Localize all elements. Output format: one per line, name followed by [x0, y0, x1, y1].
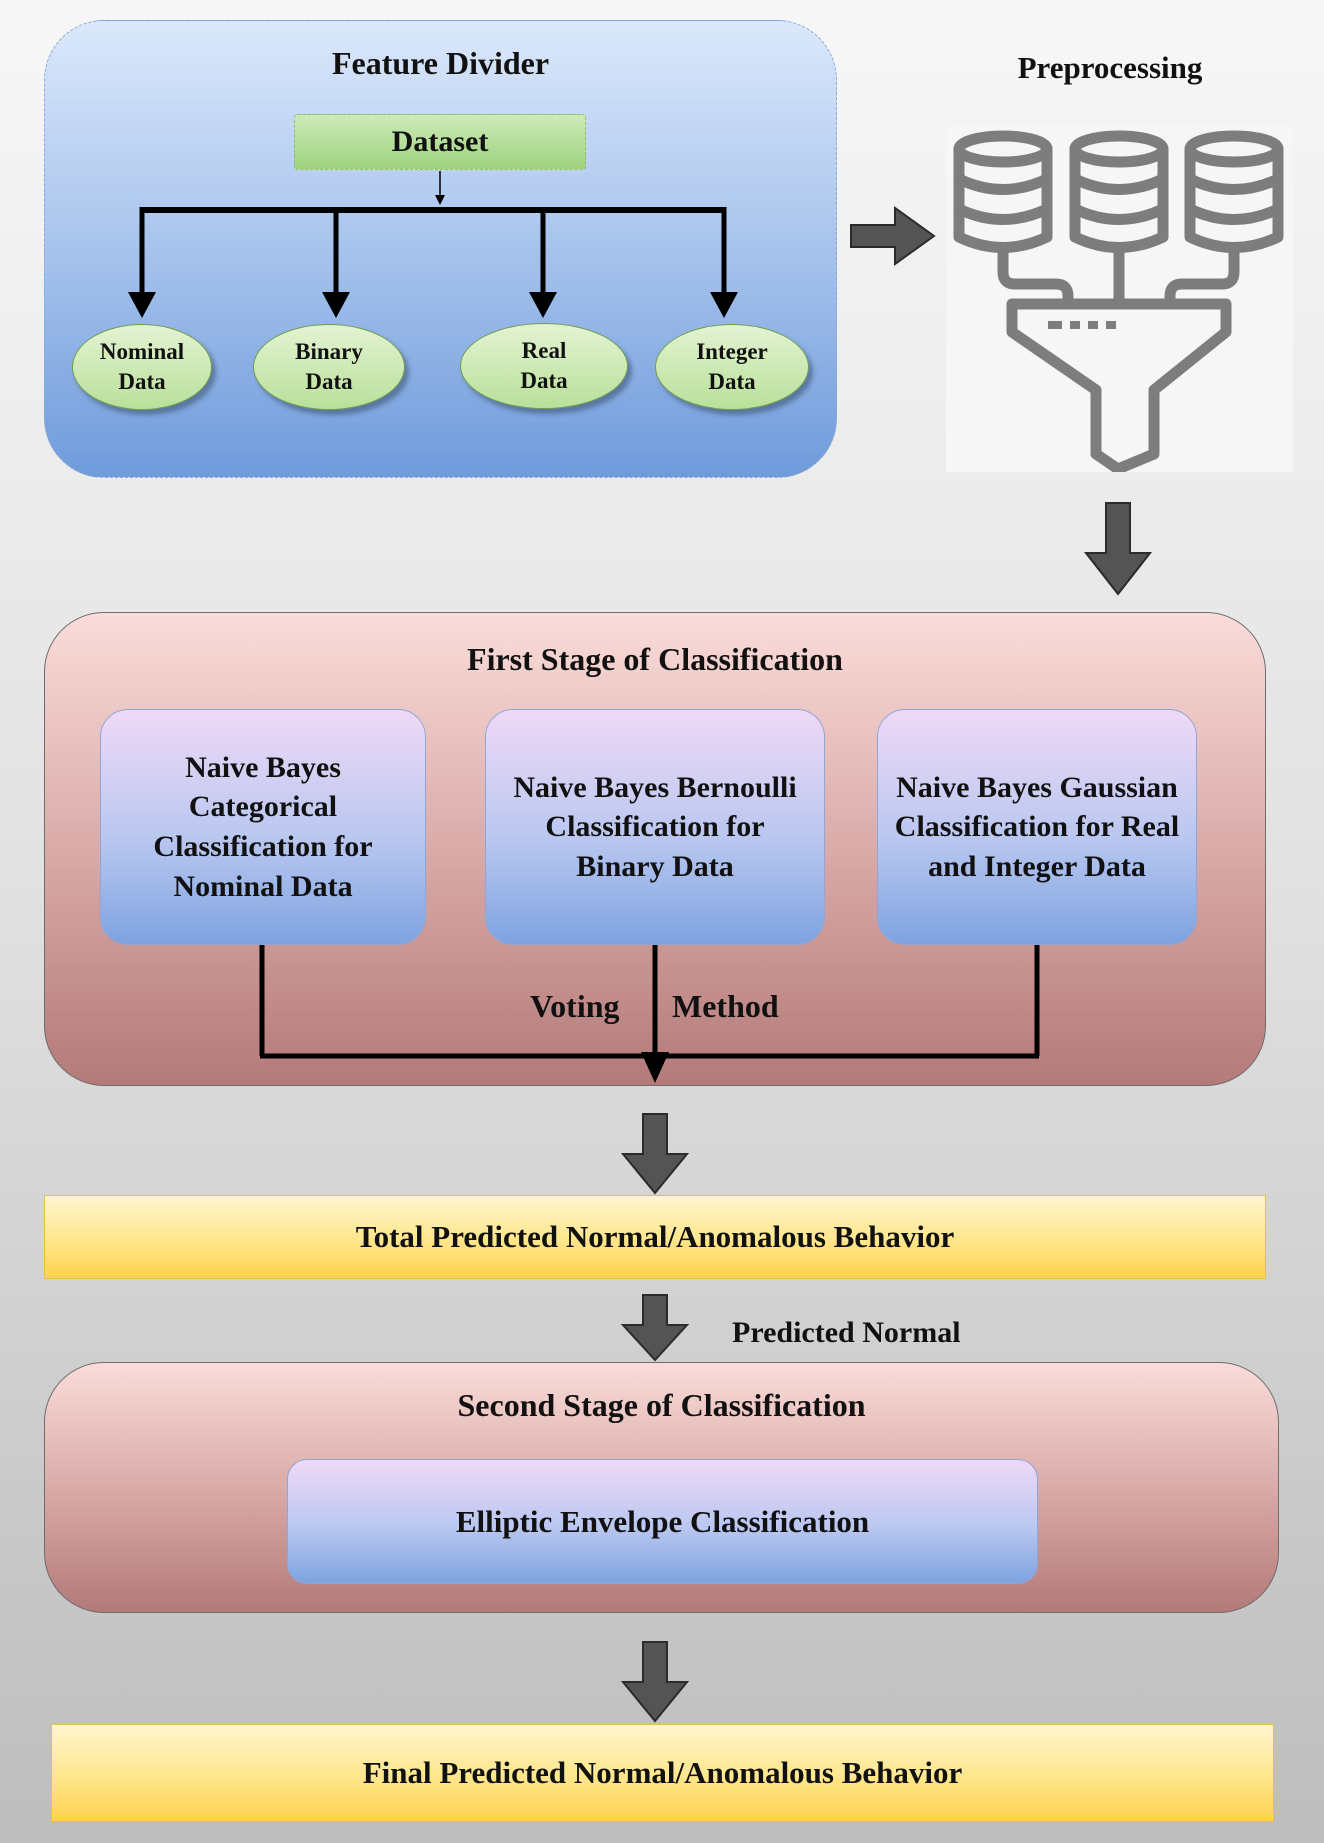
naive-bayes-bernoulli-box: Naive Bayes Bernoulli Classification for… — [485, 709, 825, 945]
preprocessing-title: Preprocessing — [1017, 50, 1203, 85]
method-label: Method — [672, 988, 779, 1024]
final-predicted-bar: Final Predicted Normal/Anomalous Behavio… — [51, 1724, 1274, 1822]
down-arrow-icon — [1083, 502, 1153, 596]
first-stage-title: First Stage of Classification — [467, 641, 843, 677]
total-predicted-bar: Total Predicted Normal/Anomalous Behavio… — [44, 1195, 1266, 1279]
voting-arrowhead — [641, 1052, 669, 1083]
feature-divider-title: Feature Divider — [331, 45, 550, 81]
database-funnel-icon — [953, 130, 1284, 475]
nominal-branch-arrowhead — [128, 292, 156, 318]
dataset-node: Dataset — [294, 114, 586, 170]
real-branch-arrowhead — [529, 292, 557, 318]
binary-branch-arrowhead — [322, 292, 350, 318]
down-arrow-icon — [620, 1113, 690, 1195]
naive-bayes-categorical-box: Naive Bayes Categorical Classification f… — [100, 709, 426, 945]
voting-label: Voting — [530, 988, 620, 1024]
naive-bayes-gaussian-box: Naive Bayes Gaussian Classification for … — [877, 709, 1197, 945]
down-arrow-icon — [620, 1294, 690, 1362]
leaf-nominal-data: Nominal Data — [72, 324, 212, 410]
elliptic-envelope-box: Elliptic Envelope Classification — [287, 1459, 1038, 1584]
right-arrow-icon — [850, 206, 936, 266]
integer-branch-arrowhead — [710, 292, 738, 318]
leaf-integer-data: Integer Data — [655, 324, 809, 410]
preprocessing-icon-panel — [946, 124, 1293, 475]
down-arrow-icon — [620, 1641, 690, 1723]
second-stage-title: Second Stage of Classification — [457, 1387, 866, 1423]
predicted-normal-label: Predicted Normal — [732, 1316, 961, 1349]
leaf-binary-data: Binary Data — [253, 324, 405, 410]
leaf-real-data: Real Data — [460, 323, 628, 409]
